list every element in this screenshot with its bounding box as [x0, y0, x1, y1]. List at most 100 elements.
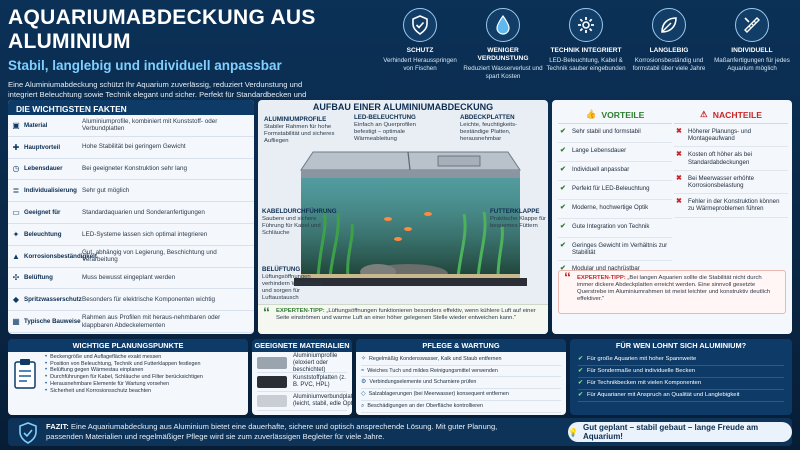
fact-value: Standardaquarien und Sonderanfertigungen — [82, 208, 205, 216]
fact-value: Gut, abhängig von Legierung, Beschichtun… — [82, 248, 217, 264]
salt-icon: ◇ — [361, 391, 366, 398]
feature-title: LANGLEBIG — [649, 47, 689, 54]
pro-text: Gute Integration von Technik — [572, 223, 650, 230]
light-icon: ✦ — [12, 229, 20, 239]
bullet-icon: • — [45, 387, 48, 394]
check-icon: ✔ — [578, 368, 583, 374]
wrench-icon: ⚙ — [361, 379, 367, 386]
check-icon: ✔ — [560, 128, 566, 135]
fact-value: Rahmen aus Profilen mit heraus-nehmbaren… — [82, 314, 221, 329]
facts-title: DIE WICHTIGSTEN FAKTEN — [8, 100, 254, 115]
feature-title: TECHNIK INTEGRIERT — [550, 47, 622, 54]
check-icon: ✔ — [560, 242, 566, 249]
fact-key: Belüftung — [24, 274, 53, 282]
planning-title: WICHTIGE PLANUNGSPUNKTE — [8, 339, 248, 352]
cross-icon: ✖ — [676, 151, 682, 159]
check-icon: ✔ — [578, 380, 583, 386]
aquarium-illustration — [294, 151, 527, 286]
planning-item: •Beckengröße und Auflagefläche exakt mes… — [45, 354, 243, 361]
spray-icon: ✧ — [361, 356, 367, 362]
material-swatch — [257, 376, 287, 388]
check-icon: ✔ — [560, 185, 566, 192]
fact-value: Aluminiumprofile, kombiniert mit Kunstst… — [82, 117, 218, 133]
bullet-icon: • — [45, 367, 48, 374]
warning-icon: ⚠ — [700, 109, 708, 119]
feature-title: SCHUTZ — [406, 47, 434, 54]
audience-text: Für Sondermaße und individuelle Becken — [586, 368, 695, 374]
box-icon: ▣ — [12, 120, 20, 130]
planning-item: •Position von Beleuchtung, Technik und F… — [45, 361, 243, 368]
pro-text: Individuell anpassbar — [572, 166, 630, 173]
fact-key: Hauptvorteil — [24, 143, 61, 151]
care-item: ✧Regelmäßig Kondenswasser, Kalk und Stau… — [361, 354, 561, 366]
fact-key: Korrosionsbeständigkeit — [24, 252, 97, 260]
pro-text: Perfekt für LED-Beleuchtung — [572, 185, 650, 192]
structure-expert-tip: “ EXPERTEN-TIPP: „Lüftungsöffnungen funk… — [258, 304, 548, 334]
feature-desc: Maßanfertigungen für jedes Aquarium mögl… — [714, 57, 790, 72]
audience-item: ✔Für große Aquarien mit hoher Spannweite — [578, 354, 784, 366]
audience-item: ✔Für Aquarianer mit Anspruch an Qualität… — [578, 390, 784, 402]
structure-title: AUFBAU EINER ALUMINIUMABDECKUNG — [312, 102, 494, 112]
audience-text: Für Aquarianer mit Anspruch an Qualität … — [586, 392, 740, 398]
con-text: Kosten oft höher als bei Standardabdecku… — [688, 151, 753, 166]
fact-key: Lebensdauer — [24, 165, 63, 173]
material-item: Aluminiumprofile (eloxiert oder beschich… — [257, 352, 347, 373]
quote-icon: “ — [564, 269, 571, 285]
materials-title: GEEIGNETE MATERIALIEN — [252, 339, 352, 352]
care-item: ⌕Beschädigungen an der Oberfläche kontro… — [361, 401, 561, 413]
clock-icon: ◷ — [12, 164, 20, 174]
pro-item: ✔ Perfekt für LED-Beleuchtung — [558, 181, 672, 200]
care-text: Weiches Tuch und mildes Reinigungsmittel… — [367, 367, 498, 374]
leaf-icon — [652, 8, 686, 42]
pro-text: Sehr stabil und formstabil — [572, 128, 641, 135]
pro-text: Lange Lebensdauer — [572, 147, 627, 154]
con-text: Höherer Planungs- und Montageaufwand — [688, 128, 752, 143]
check-icon: ✔ — [560, 147, 566, 154]
material-item: Aluminiumverbundplatten (leicht, stabil,… — [257, 392, 352, 411]
gear-icon — [569, 8, 603, 42]
tool-icon: ✚ — [12, 142, 20, 152]
feature-schutz: SCHUTZ Verhindert Herausspringen von Fis… — [380, 8, 460, 72]
check-icon: ✔ — [578, 356, 583, 362]
search-icon: ⌕ — [361, 402, 365, 409]
care-text: Salzablagerungen (bei Meerwasser) konseq… — [368, 391, 509, 398]
water-drop-icon — [486, 8, 520, 42]
planning-text: Durchführungen für Kabel, Schläuche und … — [50, 374, 203, 381]
audience-item: ✔Für Technikbecken mit vielen Komponente… — [578, 378, 784, 390]
planning-text: Herausnehmbare Elemente für Wartung vors… — [50, 380, 170, 387]
clipboard-icon — [13, 354, 39, 413]
header: AQUARIUMABDECKUNG AUS ALUMINIUM Stabil, … — [8, 6, 388, 110]
feature-desc: Verhindert Herausspringen von Fischen — [383, 57, 457, 72]
thumbs-up-icon: 👍 — [585, 109, 597, 119]
quote-icon: “ — [263, 304, 270, 320]
footer: FAZIT: Eine Aquariumabdeckung aus Alumin… — [8, 418, 792, 446]
care-item: ≈Weiches Tuch und mildes Reinigungsmitte… — [361, 366, 561, 378]
material-text: Aluminiumprofile (eloxiert oder beschich… — [293, 352, 338, 373]
fact-key: Individualisierung — [24, 187, 77, 195]
bullet-icon: • — [45, 360, 48, 367]
con-item: ✖ Kosten oft höher als bei Standardabdeck… — [674, 147, 788, 171]
grid-icon: ▦ — [12, 317, 20, 327]
con-item: ✖Höherer Planungs- und Montageaufwand — [674, 124, 788, 148]
pro-item: ✔Individuell anpassbar — [558, 162, 672, 181]
care-panel: PFLEGE & WARTUNG ✧Regelmäßig Kondenswass… — [356, 339, 566, 415]
pro-text: Modular und nachrüstbar — [572, 265, 640, 273]
planning-text: Beckengröße und Auflagefläche exakt mess… — [50, 354, 162, 360]
fact-value: Sehr gut möglich — [82, 187, 130, 195]
check-icon: ✔ — [578, 392, 583, 398]
con-text: Bei Meerwasser erhöhte Korrosionsbelastu… — [688, 174, 755, 190]
bullet-icon: • — [45, 354, 48, 360]
planning-text: Sicherheit und Korrosionsschutz beachten — [50, 387, 152, 394]
planning-text: Belüftung gegen Wärmestau einplanen — [50, 367, 144, 374]
feature-desc: Reduziert Wasserverlust und spart Kosten — [463, 65, 543, 80]
planning-panel: WICHTIGE PLANUNGSPUNKTE •Beckengröße und… — [8, 339, 248, 415]
bullet-icon: • — [45, 380, 48, 387]
care-text: Beschädigungen an der Oberfläche kontrol… — [367, 402, 484, 409]
